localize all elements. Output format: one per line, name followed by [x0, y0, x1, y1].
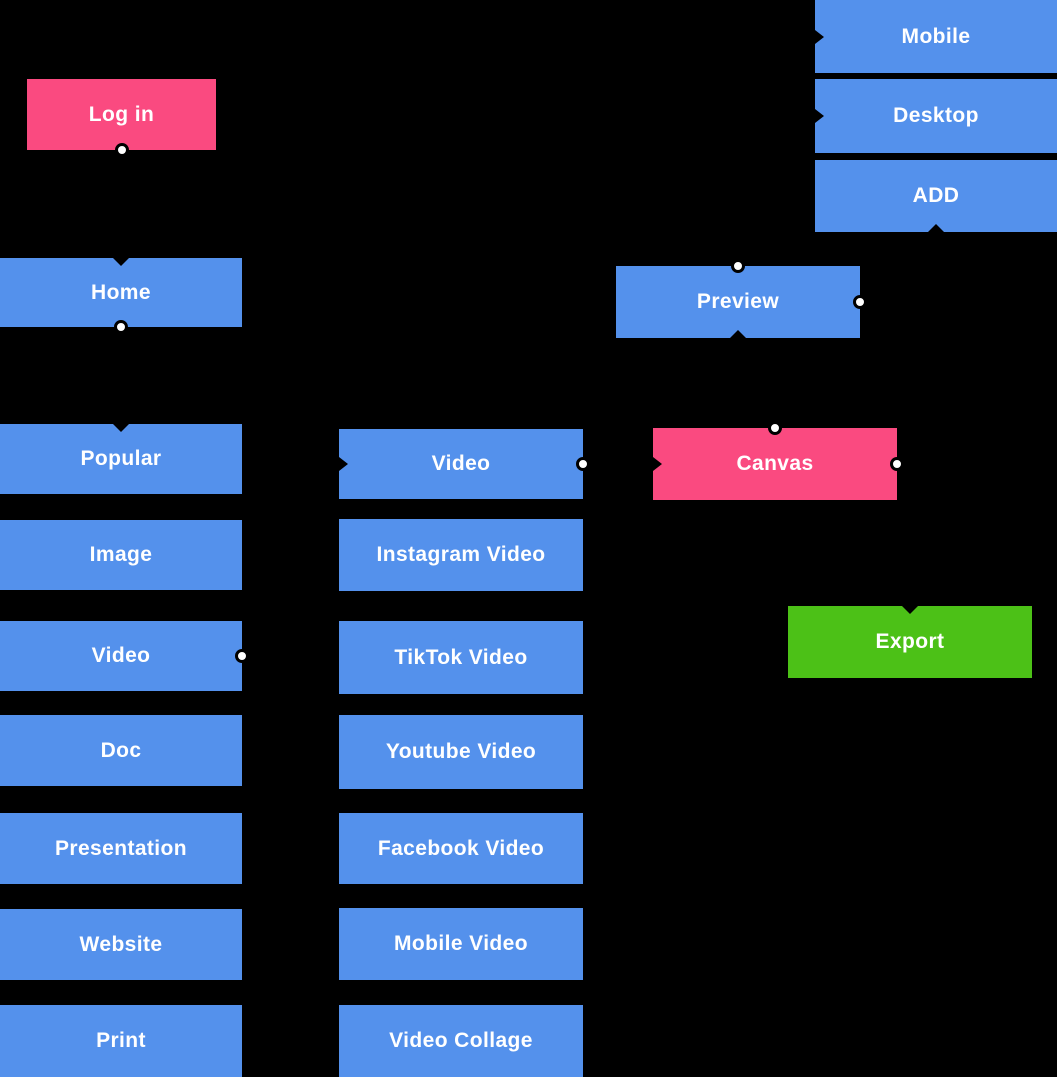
- connector-port-dot[interactable]: [576, 457, 590, 471]
- node-label: Video: [431, 452, 491, 475]
- node-desktop[interactable]: Desktop: [815, 79, 1057, 153]
- node-label: Video Collage: [389, 1029, 533, 1052]
- node-video-collage[interactable]: Video Collage: [339, 1005, 583, 1077]
- node-label: Preview: [696, 290, 780, 313]
- node-label: Log in: [88, 102, 155, 126]
- node-youtube-video[interactable]: Youtube Video: [339, 715, 583, 789]
- connector-arrowhead-icon: [113, 424, 129, 432]
- node-label: Instagram Video: [376, 543, 546, 566]
- connector-arrowhead-icon: [815, 109, 824, 123]
- node-preview[interactable]: Preview: [616, 259, 867, 338]
- node-export[interactable]: Export: [788, 606, 1032, 678]
- node-label: Desktop: [893, 104, 979, 127]
- node-popular[interactable]: Popular: [0, 424, 242, 494]
- node-doc[interactable]: Doc: [0, 715, 242, 786]
- node-label: Export: [875, 630, 945, 653]
- node-label: Popular: [80, 447, 162, 470]
- node-label: Mobile: [901, 24, 971, 48]
- node-print[interactable]: Print: [0, 1005, 242, 1077]
- node-home[interactable]: Home: [0, 258, 242, 334]
- connector-arrowhead-icon: [815, 29, 824, 44]
- node-label: Youtube Video: [385, 740, 537, 763]
- node-website[interactable]: Website: [0, 909, 242, 980]
- connector-arrowhead-icon: [653, 457, 662, 471]
- connector-port-dot[interactable]: [114, 320, 128, 334]
- node-image[interactable]: Image: [0, 520, 242, 590]
- connector-arrowhead-icon: [928, 224, 944, 232]
- node-presentation[interactable]: Presentation: [0, 813, 242, 884]
- node-label: Facebook Video: [377, 836, 545, 860]
- node-canvas[interactable]: Canvas: [653, 421, 904, 500]
- node-label: Home: [91, 280, 151, 304]
- connector-port-dot[interactable]: [731, 259, 745, 273]
- node-video[interactable]: Video: [0, 621, 249, 691]
- node-label: Video: [91, 644, 151, 667]
- node-label: Mobile Video: [394, 932, 528, 955]
- node-facebook-video[interactable]: Facebook Video: [339, 813, 583, 884]
- node-mobile-video[interactable]: Mobile Video: [339, 908, 583, 980]
- connector-port-dot[interactable]: [890, 457, 904, 471]
- connector-port-dot[interactable]: [114, 143, 129, 157]
- node-label: ADD: [912, 184, 960, 207]
- connector-arrowhead-icon: [730, 330, 746, 338]
- connector-arrowhead-icon: [902, 606, 918, 614]
- node-label: Print: [96, 1029, 146, 1052]
- connector-arrowhead-icon: [113, 258, 129, 266]
- node-mobile[interactable]: Mobile: [815, 0, 1057, 73]
- node-label: Canvas: [736, 452, 814, 475]
- connector-port-dot[interactable]: [768, 421, 782, 435]
- node-log-in[interactable]: Log in: [27, 79, 216, 157]
- connector-port-dot[interactable]: [853, 295, 867, 309]
- node-label: Image: [89, 543, 153, 566]
- node-add[interactable]: ADD: [815, 160, 1057, 232]
- connector-port-dot[interactable]: [235, 649, 249, 663]
- node-label: Doc: [100, 738, 142, 762]
- node-video-2[interactable]: Video: [339, 429, 590, 499]
- node-instagram-video[interactable]: Instagram Video: [339, 519, 583, 591]
- node-label: TikTok Video: [394, 645, 528, 669]
- node-tiktok-video[interactable]: TikTok Video: [339, 621, 583, 694]
- node-label: Website: [79, 932, 163, 956]
- connector-arrowhead-icon: [339, 457, 348, 471]
- node-label: Presentation: [55, 836, 187, 860]
